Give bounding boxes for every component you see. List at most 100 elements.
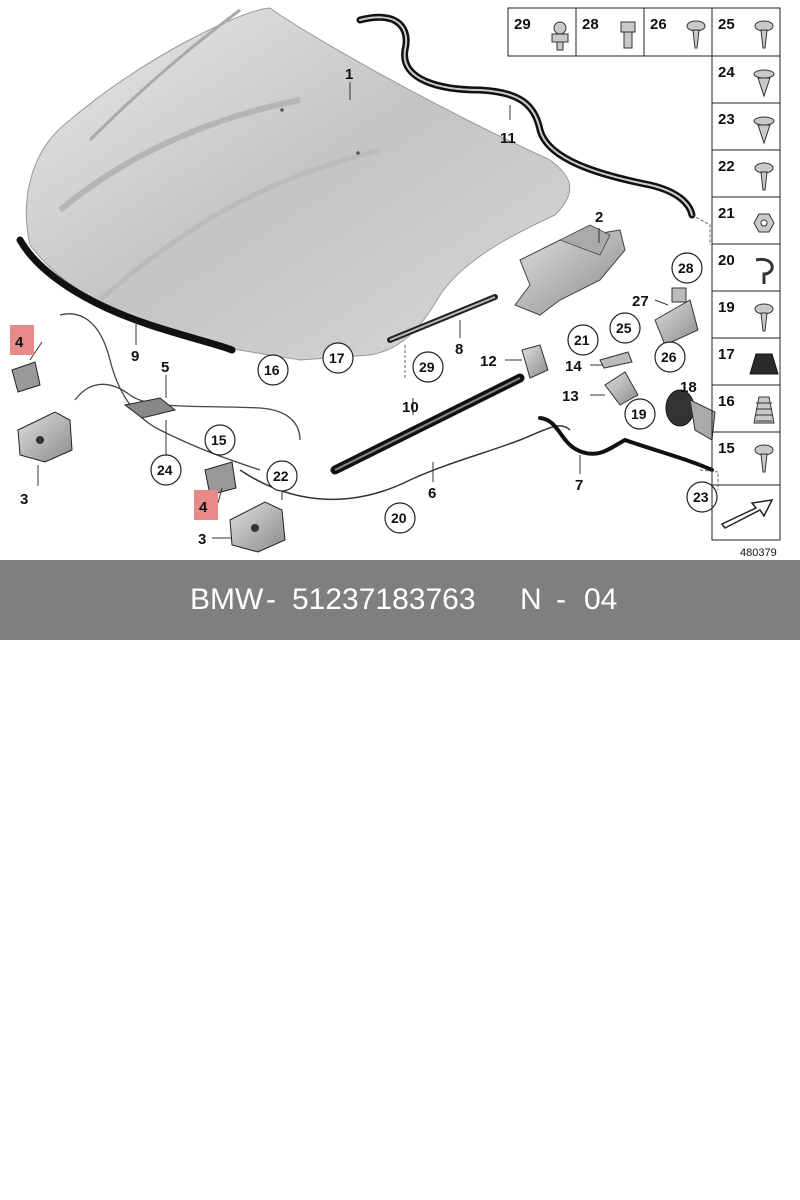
- label-hinge: 2: [595, 209, 603, 226]
- label-seal-front: 9: [131, 348, 139, 365]
- legend-item-number: 16: [718, 393, 735, 410]
- torx-screw-icon: [754, 20, 774, 49]
- self-tapping-screw-icon: [686, 20, 706, 49]
- label-seal-top: 11: [500, 130, 516, 147]
- diagram-id: 480379: [740, 547, 777, 559]
- ribbed-buffer-icon: [753, 396, 775, 424]
- legend-item: 22: [718, 158, 774, 191]
- footer-part-number: 51237183763: [292, 583, 476, 616]
- legend-item: 25: [718, 16, 774, 49]
- hex-nut-icon: [753, 213, 775, 233]
- circle-25: 25: [616, 320, 632, 336]
- legend-item-number: 15: [718, 440, 735, 457]
- legend-item-number: 29: [514, 16, 531, 33]
- legend-cells: 29 28 26 25 24 23 22 21 20 19 17 16 15: [514, 16, 779, 473]
- legend-item: 28: [582, 16, 636, 49]
- circle-21: 21: [574, 332, 590, 348]
- circle-26: 26: [661, 349, 677, 365]
- legend-item: 29: [514, 16, 569, 51]
- seal-holder[interactable]: [521, 344, 549, 379]
- expanding-rivet-icon: [753, 69, 775, 98]
- circle-20: 20: [391, 510, 407, 526]
- striker-left[interactable]: [11, 361, 41, 393]
- legend-item: 21: [718, 205, 775, 233]
- circle-16: 16: [264, 362, 280, 378]
- legend-item: 26: [650, 16, 706, 49]
- label-gas-strut: 8: [455, 341, 463, 358]
- legend-item: 19: [718, 299, 774, 332]
- hex-socket-bolt-icon: [620, 21, 636, 49]
- legend-item-number: 21: [718, 205, 735, 222]
- circle-15: 15: [211, 432, 227, 448]
- hood-lock-left[interactable]: [17, 411, 73, 463]
- footer-brand: BMW: [190, 583, 264, 616]
- legend-item: 20: [718, 252, 774, 284]
- callout-labels: 1 2 3 3 5 6 7 8 9 10 11 12 13 14 18 27: [20, 66, 697, 548]
- bracket-14[interactable]: [599, 351, 633, 369]
- legend-item-number: 22: [718, 158, 735, 175]
- footer-separator-1: -: [266, 583, 276, 616]
- flange-screw-icon: [754, 162, 774, 191]
- release-cable-rear[interactable]: [538, 416, 714, 472]
- label-seal-side: 10: [402, 399, 419, 416]
- label-striker-right: 4: [199, 499, 208, 516]
- circle-29: 29: [419, 359, 435, 375]
- legend-item-number: 23: [718, 111, 735, 128]
- label-cable-front: 6: [428, 485, 436, 502]
- legend-item: 16: [718, 393, 775, 424]
- legend-item: 24: [718, 64, 775, 98]
- legend-item-number: 26: [650, 16, 667, 33]
- legend-item-number: 25: [718, 16, 735, 33]
- label-sensor: 27: [632, 293, 649, 310]
- legend-item-number: 20: [718, 252, 735, 269]
- footer-ref: N: [520, 583, 542, 616]
- circle-17: 17: [329, 350, 345, 366]
- label-striker-left: 4: [15, 334, 24, 351]
- circled-callouts: [150, 252, 718, 534]
- highlight-striker-left[interactable]: 4: [10, 325, 34, 355]
- bracket-13[interactable]: [604, 371, 639, 406]
- label-bracket-14: 14: [565, 358, 582, 375]
- label-holder: 12: [480, 353, 497, 370]
- circle-24: 24: [157, 462, 173, 478]
- legend-item-number: 19: [718, 299, 735, 316]
- front-seal[interactable]: [16, 236, 236, 354]
- pan-head-screw-icon: [754, 303, 774, 332]
- ball-stud-icon: [551, 21, 569, 51]
- gas-strut[interactable]: [387, 294, 498, 343]
- circle-19: 19: [631, 406, 647, 422]
- label-hood: 1: [345, 66, 353, 83]
- label-lever: 5: [161, 359, 169, 376]
- footer-bar: BMW - 51237183763 N - 04: [0, 560, 800, 640]
- circle-22: 22: [273, 468, 289, 484]
- direction-arrow-icon: [720, 499, 774, 529]
- legend-item-number: 24: [718, 64, 735, 81]
- legend-item: 23: [718, 111, 775, 145]
- striker-right[interactable]: [204, 461, 237, 496]
- cable-clip-icon: [755, 257, 774, 284]
- parts-legend: [507, 7, 781, 541]
- leader-lines: [29, 82, 686, 539]
- legend-item: 15: [718, 440, 774, 473]
- hood-contact-switch[interactable]: [654, 287, 699, 346]
- release-cable-front[interactable]: [239, 425, 571, 501]
- hood-hinge[interactable]: [514, 224, 626, 316]
- footer-position: 04: [584, 583, 618, 616]
- label-cable-rear: 7: [575, 477, 583, 494]
- circle-28: 28: [678, 260, 694, 276]
- label-lock-right: 3: [198, 531, 206, 548]
- legend-item-number: 28: [582, 16, 599, 33]
- footer-text: BMW - 51237183763 N - 04: [0, 560, 800, 640]
- legend-item: 17: [718, 346, 779, 375]
- rubber-buffer-18[interactable]: [665, 389, 716, 441]
- hood-lock-right[interactable]: [229, 501, 286, 553]
- release-lever[interactable]: [123, 397, 177, 419]
- footer-separator-2: -: [556, 583, 566, 616]
- highlight-striker-right[interactable]: 4: [194, 490, 218, 520]
- plastic-clip-icon: [753, 116, 775, 145]
- label-lock-left: 3: [20, 491, 28, 508]
- legend-item-number: 17: [718, 346, 735, 363]
- circle-23: 23: [693, 489, 709, 505]
- circled-callout-numbers: 16 17 29 15 22 24 20 21 25 26 28 19 23: [157, 260, 709, 526]
- hood-panel[interactable]: [25, 7, 571, 361]
